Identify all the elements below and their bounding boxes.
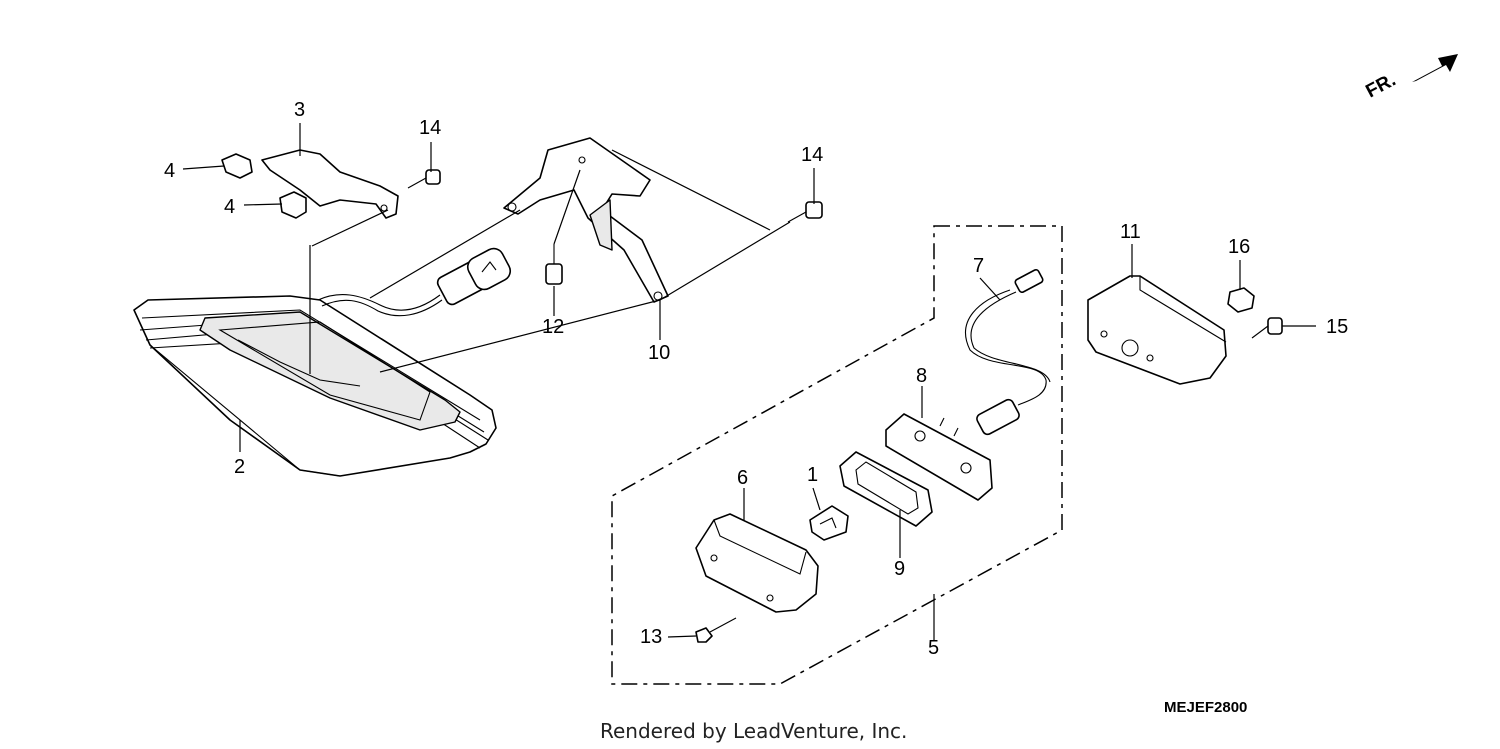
- callout-14-upper: 14: [419, 117, 441, 139]
- part-10-stay: [503, 137, 669, 303]
- leader-lines: [182, 123, 1316, 640]
- front-arrow-icon: [1412, 54, 1458, 82]
- part-14-bolt-right: [787, 201, 823, 223]
- callout-4-lower: 4: [224, 196, 235, 218]
- callout-9: 9: [894, 558, 905, 580]
- callout-12: 12: [542, 316, 564, 338]
- callout-6: 6: [737, 467, 748, 489]
- part-7-socket-wire: [964, 268, 1051, 436]
- callout-labels: 1 2 3 4 4 5 6 7 8 9 10 11 12 13 14 14 15…: [164, 99, 1348, 659]
- part-14-bolt-upper: [407, 169, 441, 189]
- front-direction-indicator: FR.: [1362, 54, 1458, 102]
- part-16-nut: [1227, 287, 1255, 313]
- callout-14-right: 14: [801, 144, 823, 166]
- callout-1: 1: [807, 464, 818, 486]
- callout-3: 3: [294, 99, 305, 121]
- callout-16: 16: [1228, 236, 1250, 258]
- part-8-base-plate: [885, 413, 993, 501]
- callout-8: 8: [916, 365, 927, 387]
- callout-11: 11: [1120, 221, 1141, 243]
- front-direction-label: FR.: [1362, 70, 1399, 103]
- callout-15: 15: [1326, 316, 1348, 338]
- part-11-license-light-cover: [1087, 275, 1227, 385]
- housing-wire-harness: [317, 247, 512, 317]
- callout-5: 5: [928, 637, 939, 659]
- callout-10: 10: [648, 342, 670, 364]
- part-6-lens: [695, 513, 819, 613]
- diagram-code: MEJEF2800: [1164, 699, 1247, 716]
- part-9-gasket: [839, 451, 933, 527]
- callout-13: 13: [640, 626, 662, 648]
- part-4-clip-lower: [279, 191, 307, 219]
- callout-7: 7: [973, 255, 984, 277]
- part-15-screw: [1251, 317, 1283, 339]
- part-12-bolt: [545, 244, 563, 285]
- part-2-taillight-housing: [133, 295, 497, 477]
- callout-4-upper: 4: [164, 160, 175, 182]
- part-4-clip-upper: [221, 153, 253, 179]
- part-1-bulb: [809, 505, 849, 541]
- part-13-screw: [695, 617, 737, 643]
- footer-credit: Rendered by LeadVenture, Inc.: [600, 719, 907, 743]
- part-3-bracket: [261, 149, 399, 219]
- assembly-5-group-outline: [611, 225, 1063, 685]
- callout-2: 2: [234, 456, 245, 478]
